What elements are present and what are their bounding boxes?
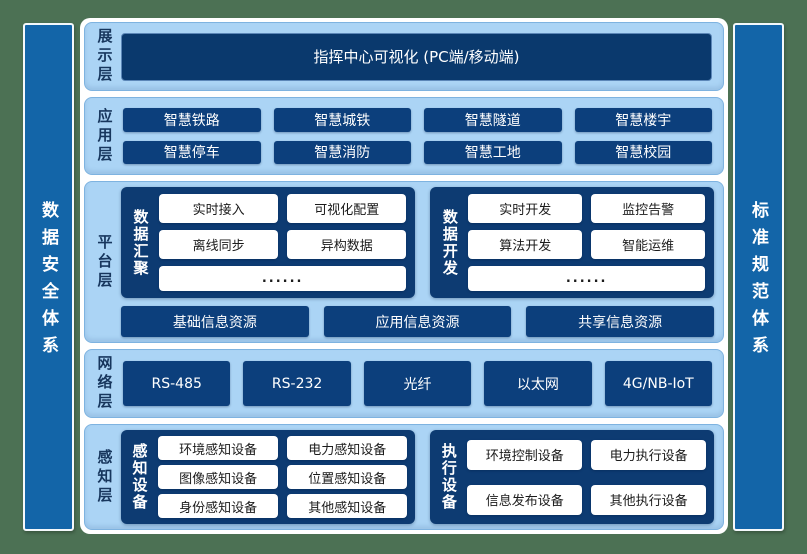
- node-optical-fiber: 光纤: [363, 361, 472, 406]
- group-data-aggregation: 数据汇聚 实时接入 可视化配置 离线同步 异构数据 ......: [121, 187, 416, 298]
- layer-perception-content: 感知设备 环境感知设备 电力感知设备 图像感知设备 位置感知设备 身份感知设备 …: [121, 430, 714, 524]
- node-other-sensing: 其他感知设备: [287, 494, 408, 518]
- node-smart-worksite: 智慧工地: [424, 140, 562, 164]
- layer-display-content: 指挥中心可视化 (PC端/移动端): [121, 28, 714, 85]
- group-sensing-devices-label: 感知设备: [130, 443, 149, 511]
- layer-display-label: 展示层: [95, 28, 114, 85]
- layer-application-grid: 智慧铁路 智慧城铁 智慧隧道 智慧楼宇 智慧停车 智慧消防 智慧工地 智慧校园: [121, 103, 714, 169]
- node-basic-info-resource: 基础信息资源: [121, 306, 309, 337]
- node-realtime-dev: 实时开发: [468, 194, 583, 223]
- node-smart-firefighting: 智慧消防: [273, 140, 411, 164]
- banner-data-security: 数据安全体系: [23, 23, 74, 531]
- node-identity-sensing: 身份感知设备: [158, 494, 279, 518]
- layer-network-label: 网络层: [95, 355, 114, 412]
- node-smart-metro: 智慧城铁: [273, 108, 411, 132]
- layer-network-label-col: 网络层: [89, 355, 121, 412]
- group-data-development-grid: 实时开发 监控告警 算法开发 智能运维 ......: [468, 194, 705, 291]
- node-power-sensing: 电力感知设备: [287, 436, 408, 460]
- group-data-development-label: 数据开发: [440, 208, 459, 277]
- node-env-control: 环境控制设备: [467, 439, 583, 470]
- perception-groups: 感知设备 环境感知设备 电力感知设备 图像感知设备 位置感知设备 身份感知设备 …: [121, 430, 714, 524]
- node-smart-tunnel: 智慧隧道: [424, 108, 562, 132]
- node-shared-info-resource: 共享信息资源: [526, 306, 715, 337]
- node-image-sensing: 图像感知设备: [158, 465, 279, 489]
- group-data-aggregation-grid: 实时接入 可视化配置 离线同步 异构数据 ......: [159, 194, 407, 291]
- layers-card: 展示层 指挥中心可视化 (PC端/移动端) 应用层 智慧铁路 智慧城铁 智慧隧道…: [80, 18, 728, 534]
- node-4g-nb-iot: 4G/NB-IoT: [604, 361, 713, 406]
- layer-display-label-col: 展示层: [89, 28, 121, 85]
- node-rs232: RS-232: [243, 361, 351, 406]
- layer-network-row: RS-485 RS-232 光纤 以太网 4G/NB-IoT: [121, 355, 714, 412]
- node-monitor-alert: 监控告警: [591, 194, 705, 223]
- node-aggregation-more: ......: [159, 266, 407, 291]
- group-sensing-devices: 感知设备 环境感知设备 电力感知设备 图像感知设备 位置感知设备 身份感知设备 …: [121, 430, 416, 524]
- node-smart-railway: 智慧铁路: [123, 108, 261, 132]
- node-power-execution: 电力执行设备: [591, 439, 706, 470]
- layer-perception-label-col: 感知层: [89, 430, 121, 524]
- node-offline-sync: 离线同步: [159, 230, 279, 259]
- node-algorithm-dev: 算法开发: [468, 230, 583, 259]
- node-other-execution: 其他执行设备: [591, 484, 706, 515]
- layer-platform-content: 数据汇聚 实时接入 可视化配置 离线同步 异构数据 ...... 数据开发: [121, 187, 715, 337]
- node-application-info-resource: 应用信息资源: [323, 306, 512, 337]
- node-visual-config: 可视化配置: [287, 194, 407, 223]
- node-smart-campus: 智慧校园: [574, 140, 712, 164]
- layer-application: 应用层 智慧铁路 智慧城铁 智慧隧道 智慧楼宇 智慧停车 智慧消防 智慧工地 智…: [84, 97, 724, 175]
- banner-standards-label: 标准规范体系: [748, 201, 768, 363]
- node-info-publishing: 信息发布设备: [467, 484, 583, 515]
- layer-perception-label: 感知层: [95, 448, 114, 506]
- group-data-development: 数据开发 实时开发 监控告警 算法开发 智能运维 ......: [430, 187, 714, 298]
- group-execution-devices-label: 执行设备: [439, 443, 458, 511]
- node-rs485: RS-485: [123, 361, 231, 406]
- node-ethernet: 以太网: [484, 361, 592, 406]
- node-location-sensing: 位置感知设备: [287, 465, 408, 489]
- platform-groups: 数据汇聚 实时接入 可视化配置 离线同步 异构数据 ...... 数据开发: [121, 187, 714, 298]
- group-execution-devices-label-col: 执行设备: [438, 436, 460, 518]
- node-development-more: ......: [468, 266, 705, 291]
- layer-network: 网络层 RS-485 RS-232 光纤 以太网 4G/NB-IoT: [84, 349, 724, 418]
- platform-resource-row: 基础信息资源 应用信息资源 共享信息资源: [121, 306, 715, 337]
- group-data-aggregation-label-col: 数据汇聚: [130, 194, 152, 291]
- node-smart-building: 智慧楼宇: [574, 108, 712, 132]
- node-realtime-access: 实时接入: [159, 194, 279, 223]
- banner-standards: 标准规范体系: [733, 23, 784, 531]
- group-sensing-devices-label-col: 感知设备: [129, 436, 151, 518]
- node-command-center-visualization: 指挥中心可视化 (PC端/移动端): [121, 32, 712, 81]
- layer-application-label-col: 应用层: [89, 103, 121, 169]
- group-execution-devices-grid: 环境控制设备 电力执行设备 信息发布设备 其他执行设备: [467, 436, 706, 518]
- group-sensing-devices-grid: 环境感知设备 电力感知设备 图像感知设备 位置感知设备 身份感知设备 其他感知设…: [158, 436, 408, 518]
- layer-display: 展示层 指挥中心可视化 (PC端/移动端): [84, 22, 724, 91]
- group-data-aggregation-label: 数据汇聚: [131, 208, 150, 277]
- layer-perception: 感知层 感知设备 环境感知设备 电力感知设备 图像感知设备 位置感知设备 身份感…: [84, 424, 724, 530]
- node-intelligent-ops: 智能运维: [591, 230, 705, 259]
- layer-platform-label: 平台层: [95, 233, 114, 291]
- banner-data-security-label: 数据安全体系: [38, 201, 58, 363]
- node-smart-parking: 智慧停车: [123, 140, 261, 164]
- group-data-development-label-col: 数据开发: [439, 194, 461, 291]
- node-heterogeneous-data: 异构数据: [287, 230, 407, 259]
- layer-platform: 平台层 数据汇聚 实时接入 可视化配置 离线同步 异构数据 ......: [84, 181, 724, 343]
- layer-platform-label-col: 平台层: [89, 187, 121, 337]
- node-env-sensing: 环境感知设备: [158, 436, 279, 460]
- layer-application-label: 应用层: [95, 107, 114, 165]
- group-execution-devices: 执行设备 环境控制设备 电力执行设备 信息发布设备 其他执行设备: [430, 430, 714, 524]
